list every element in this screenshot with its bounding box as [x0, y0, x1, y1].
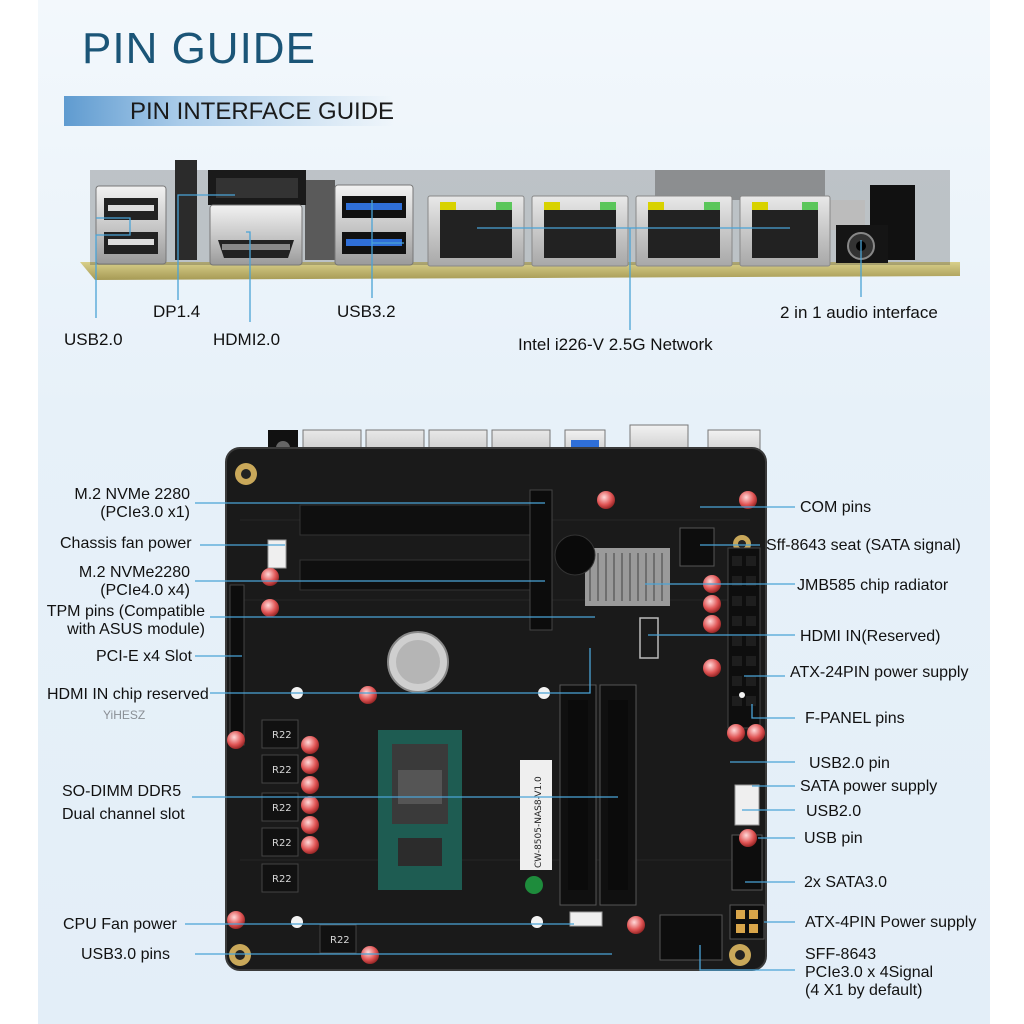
label-sata3: 2x SATA3.0: [804, 874, 887, 891]
label-hdmi-in-chip: HDMI IN chip reserved: [47, 686, 209, 703]
label-network: Intel i226-V 2.5G Network: [518, 335, 713, 354]
label-atx24: ATX-24PIN power supply: [790, 664, 969, 681]
label-jmb585: JMB585 chip radiator: [797, 577, 949, 594]
inductor-label: R22: [272, 874, 292, 885]
label-hdmi-in: HDMI IN(Reserved): [800, 628, 941, 645]
label-dp14: DP1.4: [153, 302, 201, 321]
label-sata-power: SATA power supply: [800, 778, 938, 795]
inductor-label: R22: [272, 838, 292, 849]
label-m2-pcie4: M.2 NVMe2280 (PCIe4.0 x4): [78, 564, 190, 599]
usb20-stack-port: [95, 185, 167, 265]
inductor-label: R22: [330, 935, 350, 946]
rj45-ports: [427, 195, 831, 267]
page-title: PIN GUIDE: [82, 24, 316, 73]
label-fpanel: F-PANEL pins: [805, 710, 905, 727]
usb32-stack-port: [334, 184, 414, 266]
label-sff8643-sata: Sff-8643 seat (SATA signal): [766, 537, 961, 554]
label-hdmi20: HDMI2.0: [213, 330, 281, 349]
io-leader-lines: [95, 194, 862, 330]
board-leader-lines: [185, 502, 795, 971]
label-usb20-pin: USB2.0 pin: [809, 755, 890, 772]
subtitle-accent-bar: [64, 96, 394, 126]
label-usb20-io: USB2.0: [64, 330, 123, 349]
motherboard: [225, 424, 767, 971]
label-cpu-fan: CPU Fan power: [63, 916, 177, 933]
label-chassis-fan: Chassis fan power: [60, 535, 192, 552]
board-id-label: CW-8505-NAS8-V1.0: [534, 776, 544, 868]
page-subtitle: PIN INTERFACE GUIDE: [130, 98, 395, 125]
label-com-pins: COM pins: [800, 499, 872, 516]
inductor-label: R22: [272, 765, 292, 776]
label-usb30-pins: USB3.0 pins: [81, 946, 170, 963]
board-silkscreen: R22 R22 R22 R22 R22 R22: [272, 730, 350, 946]
label-usb32: USB3.2: [337, 302, 396, 321]
audio-jack: [836, 225, 888, 263]
inductor-label: R22: [272, 730, 292, 741]
label-sff8643-pcie: SFF-8643 PCIe3.0 x 4Signal (4 X1 by defa…: [805, 946, 934, 999]
label-m2-pcie3: M.2 NVMe 2280 (PCIe3.0 x1): [74, 486, 190, 521]
watermark: YiHESZ: [103, 708, 146, 722]
label-usb-pin: USB pin: [804, 830, 863, 847]
dp-hdmi-stack-port: [208, 170, 306, 266]
label-tpm: TPM pins (Compatible with ASUS module): [46, 603, 205, 638]
label-atx4: ATX-4PIN Power supply: [805, 914, 977, 931]
inductor-label: R22: [272, 803, 292, 814]
label-pcie-slot: PCI-E x4 Slot: [96, 648, 193, 665]
label-usb20-board: USB2.0: [806, 803, 862, 820]
label-sodimm: SO-DIMM DDR5 Dual channel slot: [62, 783, 185, 823]
label-audio: 2 in 1 audio interface: [780, 303, 938, 322]
